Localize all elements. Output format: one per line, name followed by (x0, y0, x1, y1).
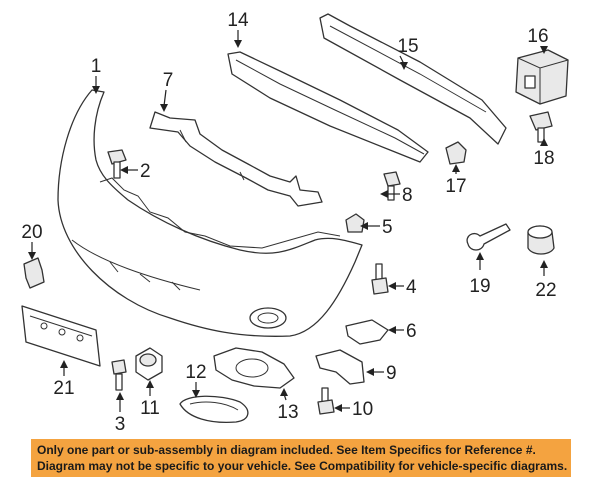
part-3-bolt (111, 359, 127, 391)
callout-22: 22 (535, 280, 556, 301)
callout-3: 3 (115, 414, 126, 430)
disclaimer-line-1: Only one part or sub-assembly in diagram… (37, 443, 536, 457)
callout-11: 11 (140, 398, 160, 419)
part-11-cap (135, 347, 163, 381)
callout-19: 19 (469, 276, 490, 297)
part-2-bolt (107, 149, 127, 179)
callout-21: 21 (53, 378, 74, 399)
part-1-bumper-cover (57, 89, 363, 337)
part-15-reinforcement (319, 13, 507, 145)
callout-1: 1 (91, 56, 102, 77)
callout-16: 16 (527, 26, 548, 47)
callout-5: 5 (382, 217, 393, 238)
callout-14: 14 (227, 10, 249, 31)
part-22-cap (527, 225, 555, 255)
callout-17: 17 (445, 176, 466, 197)
part-10-bolt (317, 387, 335, 415)
part-9-bracket (315, 349, 365, 385)
part-12-fog-lamp (179, 395, 249, 424)
part-17-clip (445, 141, 467, 165)
callout-20: 20 (21, 222, 42, 243)
part-13-bezel (213, 347, 295, 389)
callout-10: 10 (352, 399, 373, 420)
part-18-bolt (529, 111, 553, 143)
part-7-upper-bracket (149, 111, 323, 207)
callout-9: 9 (386, 363, 397, 384)
callout-12: 12 (185, 362, 206, 383)
callout-18: 18 (533, 148, 554, 169)
callout-7: 7 (163, 70, 174, 91)
callout-13: 13 (277, 402, 298, 423)
part-19-tow-hook (466, 223, 511, 251)
part-4-bolt (371, 263, 389, 295)
callout-6: 6 (406, 321, 417, 342)
part-14-beam (227, 51, 429, 163)
callout-15: 15 (397, 36, 418, 57)
callout-labels: 1 2 3 4 5 6 7 8 9 10 11 12 13 14 15 16 1… (21, 10, 556, 430)
callout-4: 4 (406, 277, 417, 298)
part-8-bolt (383, 171, 401, 201)
part-21-plate-bracket (21, 305, 101, 367)
part-5-retainer (345, 213, 365, 233)
disclaimer-line-2: Diagram may not be specific to your vehi… (37, 459, 568, 473)
callout-8: 8 (402, 185, 413, 206)
callout-2: 2 (140, 161, 151, 182)
part-16-module (515, 49, 569, 105)
leader-lines (28, 30, 548, 412)
part-20-clip (23, 257, 45, 289)
disclaimer-banner: Only one part or sub-assembly in diagram… (31, 439, 571, 477)
parts-diagram: 1 2 3 4 5 6 7 8 9 10 11 12 13 14 15 16 1… (21, 10, 569, 430)
part-6-cover (345, 319, 389, 345)
